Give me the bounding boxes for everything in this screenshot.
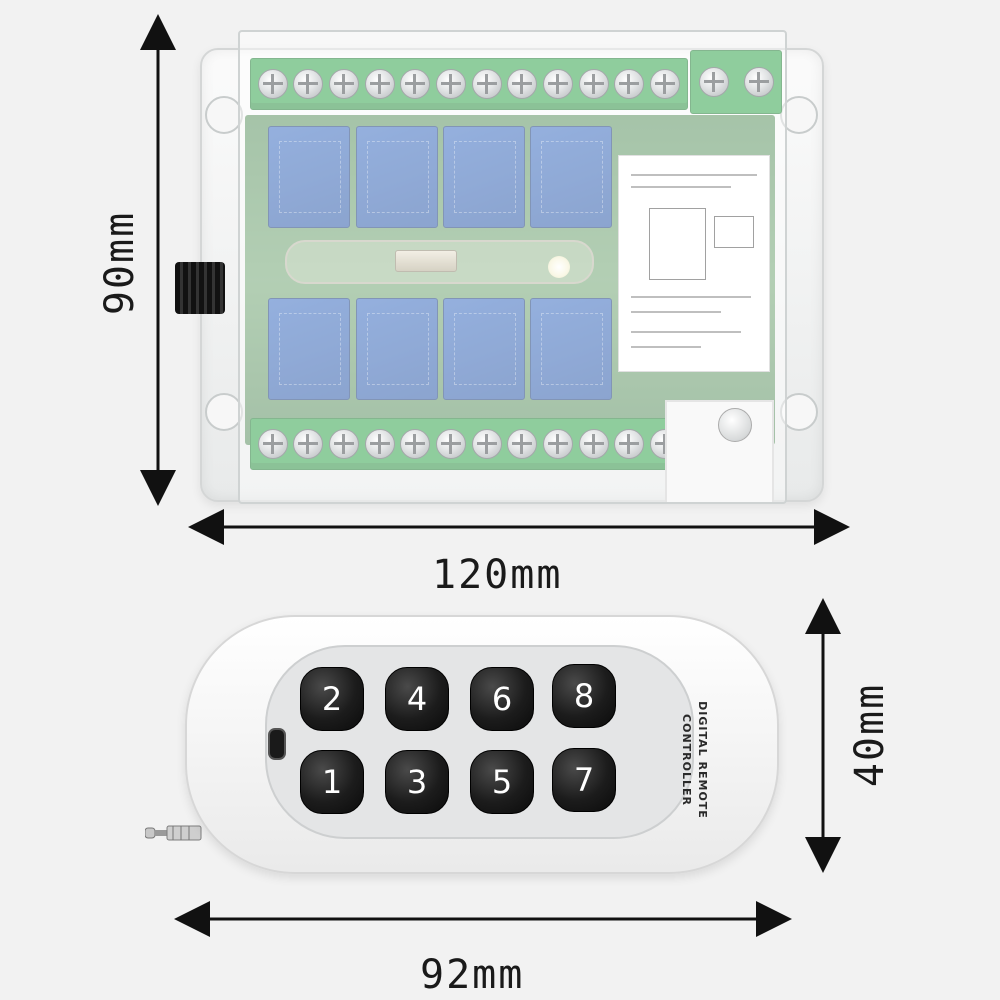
status-led <box>548 256 570 278</box>
receiver-height-label: 90mm <box>97 210 143 316</box>
receiver-antenna <box>175 262 225 314</box>
learn-button[interactable] <box>718 408 752 442</box>
wiring-label-card <box>618 155 770 372</box>
terminal-screw[interactable] <box>329 69 360 99</box>
crystal-oscillator <box>395 250 457 272</box>
receiver-width-label: 120mm <box>432 552 563 598</box>
relay <box>356 126 438 228</box>
power-terminal-block <box>690 50 782 114</box>
terminal-screw[interactable] <box>614 429 645 459</box>
terminal-screw[interactable] <box>743 67 774 97</box>
terminal-screw[interactable] <box>543 69 574 99</box>
relay <box>443 298 525 400</box>
terminal-screw[interactable] <box>293 429 324 459</box>
remote-brand-label: DIGITAL REMOTE CONTROLLER <box>660 670 710 850</box>
relay <box>268 298 350 400</box>
terminal-screw[interactable] <box>329 429 360 459</box>
mounting-hole <box>205 393 243 431</box>
terminal-screw[interactable] <box>364 429 395 459</box>
remote-indicator-led <box>268 728 286 760</box>
terminal-screw[interactable] <box>543 429 574 459</box>
terminal-screw[interactable] <box>293 69 324 99</box>
relay <box>443 126 525 228</box>
terminal-screw[interactable] <box>578 69 609 99</box>
bottom-terminal-block <box>250 418 688 470</box>
terminal-screw[interactable] <box>436 69 467 99</box>
top-terminal-block <box>250 58 688 110</box>
relay <box>268 126 350 228</box>
terminal-screw[interactable] <box>578 429 609 459</box>
terminal-screw[interactable] <box>471 69 502 99</box>
terminal-screw[interactable] <box>507 69 538 99</box>
remote-button-8[interactable]: 8 <box>552 664 616 728</box>
remote-height-label: 40mm <box>847 682 893 788</box>
remote-button-5[interactable]: 5 <box>470 750 534 814</box>
remote-button-2[interactable]: 2 <box>300 667 364 731</box>
relay <box>530 126 612 228</box>
brand-line-2: CONTROLLER <box>680 714 693 806</box>
remote-button-7[interactable]: 7 <box>552 748 616 812</box>
terminal-screw[interactable] <box>507 429 538 459</box>
relay <box>356 298 438 400</box>
terminal-screw[interactable] <box>400 429 431 459</box>
terminal-screw[interactable] <box>257 69 288 99</box>
terminal-screw[interactable] <box>436 429 467 459</box>
remote-button-1[interactable]: 1 <box>300 750 364 814</box>
terminal-screw[interactable] <box>400 69 431 99</box>
relay <box>530 298 612 400</box>
remote-width-label: 92mm <box>420 952 525 998</box>
terminal-screw[interactable] <box>698 67 729 97</box>
terminal-screw[interactable] <box>364 69 395 99</box>
mounting-hole <box>205 96 243 134</box>
remote-button-6[interactable]: 6 <box>470 667 534 731</box>
remote-button-4[interactable]: 4 <box>385 667 449 731</box>
remote-antenna-icon <box>145 825 202 841</box>
terminal-screw[interactable] <box>471 429 502 459</box>
transparent-lid <box>238 30 787 504</box>
terminal-screw[interactable] <box>650 69 681 99</box>
terminal-screw[interactable] <box>614 69 645 99</box>
terminal-screw[interactable] <box>257 429 288 459</box>
brand-line-1: DIGITAL REMOTE <box>696 701 709 819</box>
remote-button-3[interactable]: 3 <box>385 750 449 814</box>
